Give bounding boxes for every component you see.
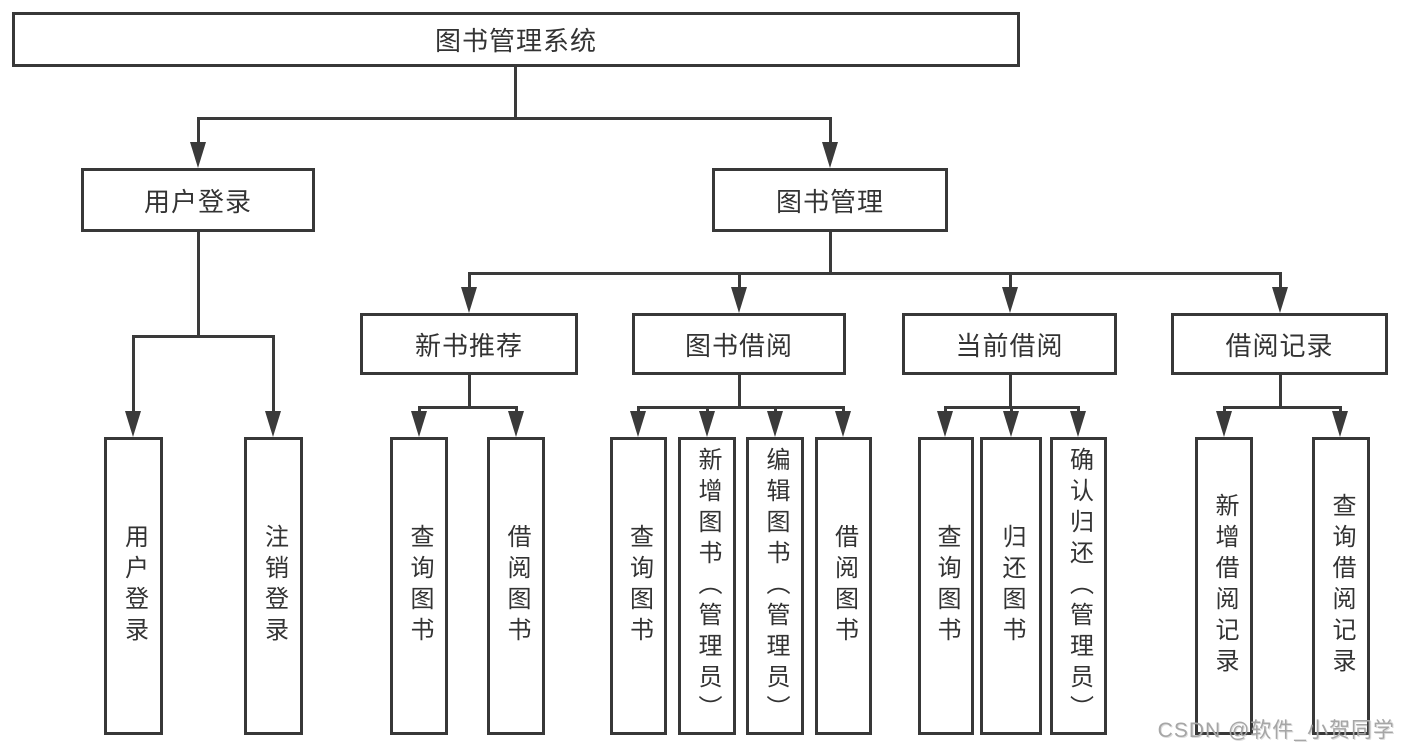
connector-line bbox=[514, 67, 517, 117]
connector-line bbox=[637, 406, 845, 409]
node-label: 图书管理 bbox=[775, 186, 884, 217]
arrow-down-icon bbox=[1070, 411, 1086, 437]
arrow-down-icon bbox=[1332, 411, 1348, 437]
node-book-borrow: 图书借阅 bbox=[632, 313, 846, 375]
connector-line bbox=[774, 406, 777, 414]
arrow-down-icon bbox=[1216, 411, 1232, 437]
connector-line bbox=[842, 406, 845, 414]
connector-line bbox=[418, 406, 421, 414]
connector-line bbox=[1223, 406, 1342, 409]
node-label: 查询图书 bbox=[625, 524, 653, 648]
connector-line bbox=[738, 375, 741, 406]
node-label: 用户登录 bbox=[120, 524, 148, 648]
connector-line bbox=[418, 406, 518, 409]
node-label: 图书管理系统 bbox=[434, 26, 597, 56]
connector-line bbox=[468, 272, 1282, 275]
leaf-query-borrow-record: 查询借阅记录 bbox=[1312, 437, 1370, 735]
node-new-book-recommend: 新书推荐 bbox=[360, 313, 578, 375]
connector-line bbox=[197, 117, 200, 145]
arrow-down-icon bbox=[822, 142, 838, 168]
node-label: 图书借阅 bbox=[684, 330, 793, 361]
leaf-edit-book-admin: 编辑图书（管理员） bbox=[746, 437, 804, 735]
connector-line bbox=[1009, 272, 1012, 292]
node-label: 归还图书 bbox=[998, 524, 1025, 648]
node-label: 查询图书 bbox=[933, 524, 960, 648]
arrow-down-icon bbox=[767, 411, 783, 437]
leaf-user-login: 用户登录 bbox=[104, 437, 163, 735]
node-label: 确认归还（管理员） bbox=[1065, 446, 1093, 726]
arrow-down-icon bbox=[731, 287, 747, 313]
connector-line bbox=[468, 375, 471, 406]
arrow-down-icon bbox=[1002, 287, 1018, 313]
node-label: 新增图书（管理员） bbox=[694, 446, 721, 726]
leaf-current-query-books: 查询图书 bbox=[918, 437, 974, 735]
arrow-down-icon bbox=[699, 411, 715, 437]
arrow-down-icon bbox=[508, 411, 524, 437]
arrow-down-icon bbox=[411, 411, 427, 437]
connector-line bbox=[1339, 406, 1342, 414]
connector-line bbox=[738, 272, 741, 292]
leaf-borrow-query-books: 查询图书 bbox=[610, 437, 667, 735]
node-label: 当前借阅 bbox=[955, 330, 1064, 361]
node-label: 借阅记录 bbox=[1225, 330, 1334, 361]
node-library-management-system: 图书管理系统 bbox=[12, 12, 1020, 67]
node-label: 编辑图书（管理员） bbox=[762, 446, 789, 726]
node-label: 借阅图书 bbox=[830, 524, 858, 648]
leaf-add-borrow-record: 新增借阅记录 bbox=[1195, 437, 1253, 735]
node-label: 查询借阅记录 bbox=[1328, 493, 1355, 679]
node-label: 新增借阅记录 bbox=[1211, 493, 1238, 679]
connector-line bbox=[515, 406, 518, 414]
arrow-down-icon bbox=[937, 411, 953, 437]
connector-line bbox=[1009, 375, 1012, 406]
connector-line bbox=[1223, 406, 1226, 414]
arrow-down-icon bbox=[1272, 287, 1288, 313]
connector-line bbox=[1010, 406, 1013, 414]
connector-line bbox=[468, 272, 471, 292]
connector-line bbox=[132, 335, 275, 338]
node-label: 注销登录 bbox=[260, 524, 288, 648]
node-borrow-records: 借阅记录 bbox=[1171, 313, 1388, 375]
leaf-add-book-admin: 新增图书（管理员） bbox=[678, 437, 736, 735]
csdn-watermark: CSDN @软件_小贺同学 bbox=[1157, 719, 1395, 742]
leaf-return-books: 归还图书 bbox=[980, 437, 1042, 735]
connector-line bbox=[1279, 272, 1282, 292]
connector-line bbox=[197, 117, 832, 120]
leaf-confirm-return-admin: 确认归还（管理员） bbox=[1050, 437, 1107, 735]
connector-line bbox=[272, 335, 275, 413]
node-label: 新书推荐 bbox=[414, 330, 523, 361]
node-current-borrow: 当前借阅 bbox=[902, 313, 1117, 375]
connector-line bbox=[132, 335, 135, 413]
leaf-logout: 注销登录 bbox=[244, 437, 303, 735]
connector-line bbox=[944, 406, 947, 414]
node-label: 用户登录 bbox=[143, 186, 252, 217]
node-book-management: 图书管理 bbox=[712, 168, 948, 232]
arrow-down-icon bbox=[190, 142, 206, 168]
connector-line bbox=[1279, 375, 1282, 406]
connector-line bbox=[706, 406, 709, 414]
arrow-down-icon bbox=[630, 411, 646, 437]
connector-line bbox=[829, 232, 832, 272]
arrow-down-icon bbox=[835, 411, 851, 437]
leaf-newbook-query-books: 查询图书 bbox=[390, 437, 448, 735]
arrow-down-icon bbox=[125, 411, 141, 437]
arrow-down-icon bbox=[1003, 411, 1019, 437]
arrow-down-icon bbox=[265, 411, 281, 437]
connector-line bbox=[637, 406, 640, 414]
arrow-down-icon bbox=[461, 287, 477, 313]
node-label: 借阅图书 bbox=[503, 524, 530, 648]
node-label: 查询图书 bbox=[406, 524, 433, 648]
leaf-newbook-borrow-books: 借阅图书 bbox=[487, 437, 545, 735]
leaf-borrow-books: 借阅图书 bbox=[815, 437, 872, 735]
connector-line bbox=[197, 232, 200, 335]
node-user-login: 用户登录 bbox=[81, 168, 315, 232]
connector-line bbox=[1077, 406, 1080, 414]
connector-line bbox=[829, 117, 832, 145]
